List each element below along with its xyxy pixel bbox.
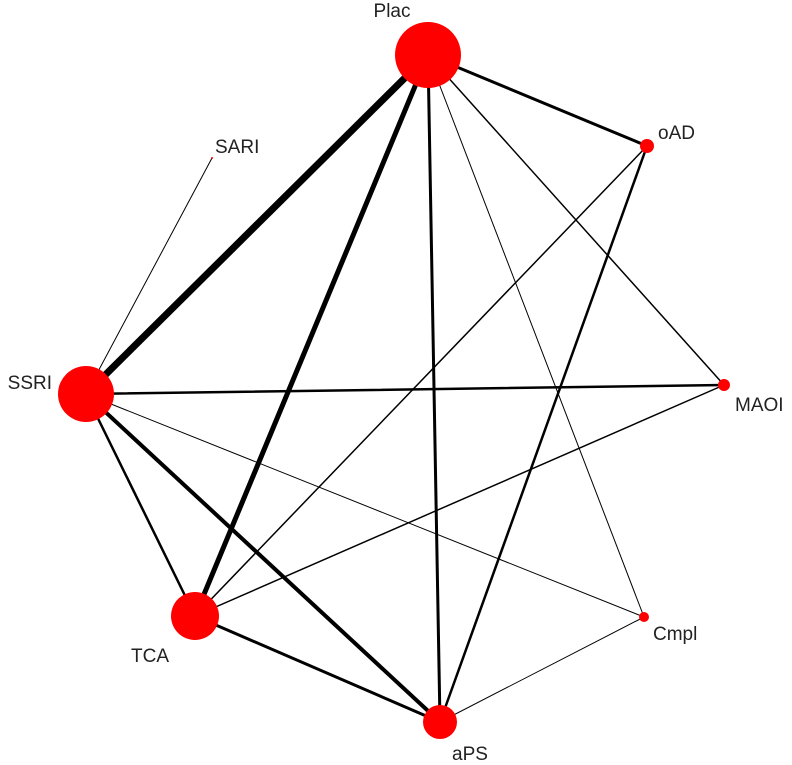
node-cmpl — [639, 612, 649, 622]
node-tca — [171, 592, 219, 640]
node-oad — [640, 139, 654, 153]
node-label-maoi: MAOI — [735, 395, 784, 416]
node-label-aps: aPS — [452, 744, 488, 765]
edge-ssri-aps — [84, 392, 442, 724]
edge-sari-ssri — [85, 157, 213, 395]
node-label-ssri: SSRI — [8, 373, 52, 394]
edge-tca-aps — [193, 614, 442, 724]
edges-layer — [82, 51, 726, 724]
node-sari — [211, 157, 213, 159]
node-maoi — [718, 379, 730, 391]
node-label-oad: oAD — [658, 123, 695, 144]
node-ssri — [58, 366, 114, 422]
edge-aps-oad — [438, 144, 649, 724]
labels-layer: Plac oAD SARI SSRI MAOI TCA Cmpl aPS — [8, 1, 784, 765]
nodes-layer — [58, 22, 730, 739]
edge-ssri-maoi — [84, 383, 726, 396]
edge-ssri-tca — [84, 392, 197, 618]
node-plac — [395, 22, 461, 88]
edge-plac-ssri — [82, 51, 432, 398]
edge-aps-cmpl — [439, 616, 645, 723]
edge-ssri-cmpl — [85, 393, 645, 618]
edge-tca-maoi — [194, 384, 725, 617]
node-label-tca: TCA — [131, 646, 169, 667]
edge-plac-tca — [192, 52, 431, 619]
edge-tca-oad — [194, 145, 648, 617]
edge-plac-cmpl — [427, 54, 645, 618]
node-label-cmpl: Cmpl — [653, 624, 697, 645]
node-aps — [423, 705, 457, 739]
node-label-sari: SARI — [215, 137, 259, 158]
edge-plac-oad — [426, 53, 649, 148]
node-label-plac: Plac — [374, 1, 411, 22]
